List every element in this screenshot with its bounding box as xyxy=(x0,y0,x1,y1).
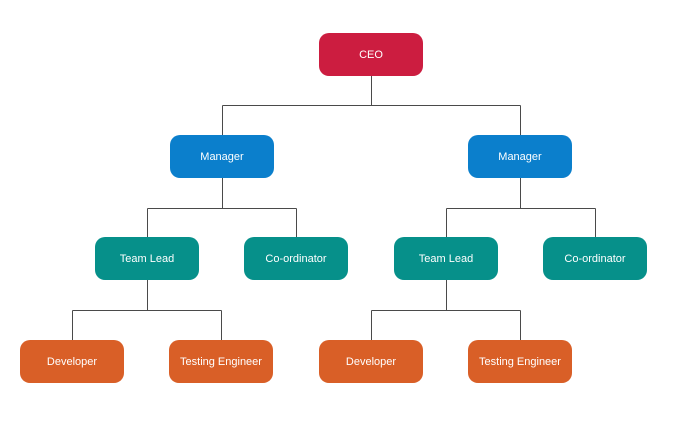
node-coordinator-right[interactable]: Co-ordinator xyxy=(543,237,647,280)
node-coordinator-left-label: Co-ordinator xyxy=(265,252,327,265)
connector-manager-right-children xyxy=(446,178,596,237)
node-coordinator-right-label: Co-ordinator xyxy=(564,252,626,265)
node-developer-right[interactable]: Developer xyxy=(319,340,423,383)
node-team-lead-left[interactable]: Team Lead xyxy=(95,237,199,280)
node-testing-engineer-left-label: Testing Engineer xyxy=(180,355,262,368)
node-ceo-label: CEO xyxy=(359,48,383,61)
node-testing-engineer-right-label: Testing Engineer xyxy=(479,355,561,368)
node-testing-engineer-left[interactable]: Testing Engineer xyxy=(169,340,273,383)
node-manager-left-label: Manager xyxy=(200,150,244,163)
node-developer-left[interactable]: Developer xyxy=(20,340,124,383)
node-team-lead-left-label: Team Lead xyxy=(119,252,175,265)
node-manager-left[interactable]: Manager xyxy=(170,135,274,178)
connector-manager-left-children xyxy=(147,178,297,237)
node-ceo[interactable]: CEO xyxy=(319,33,423,76)
connector-ceo-managers xyxy=(222,76,521,135)
node-coordinator-left[interactable]: Co-ordinator xyxy=(244,237,348,280)
node-team-lead-right-label: Team Lead xyxy=(418,252,474,265)
node-manager-right[interactable]: Manager xyxy=(468,135,572,178)
connector-team-lead-left-children xyxy=(72,280,222,340)
node-manager-right-label: Manager xyxy=(498,150,542,163)
node-developer-right-label: Developer xyxy=(345,355,397,368)
connector-team-lead-right-children xyxy=(371,280,521,340)
node-testing-engineer-right[interactable]: Testing Engineer xyxy=(468,340,572,383)
node-team-lead-right[interactable]: Team Lead xyxy=(394,237,498,280)
node-developer-left-label: Developer xyxy=(46,355,98,368)
